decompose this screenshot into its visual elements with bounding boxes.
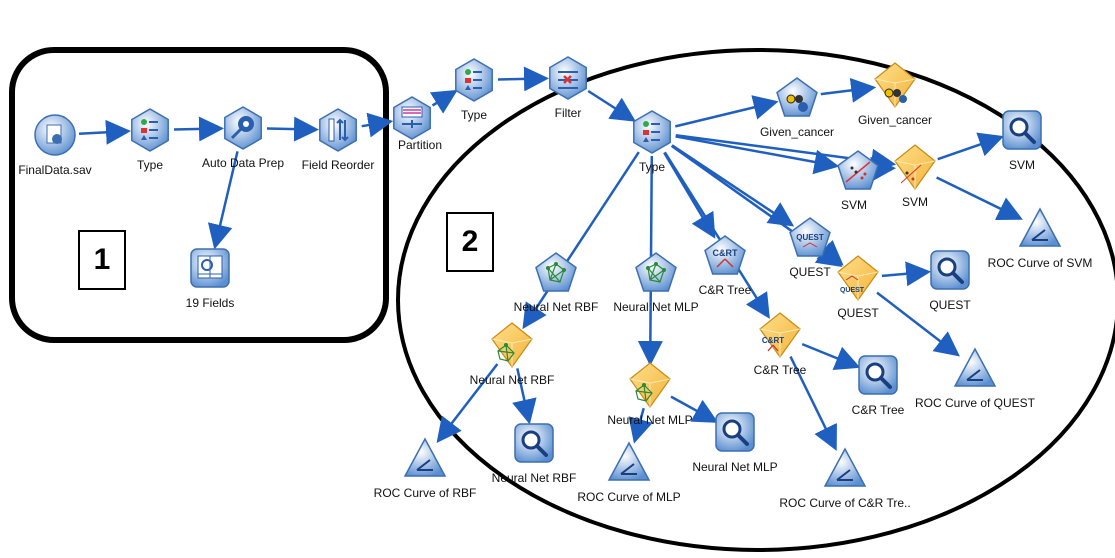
- svm-modeler-icon: [834, 146, 882, 194]
- connection-finaldata-to-type1: [78, 119, 131, 145]
- region-1-label: 1: [78, 230, 126, 290]
- neural-net-nugget-icon: [626, 361, 674, 409]
- node-label: Given_cancer: [857, 113, 933, 127]
- node-label: ROC Curve of RBF: [373, 486, 477, 500]
- roc-curve-icon: [951, 344, 999, 392]
- given-cancer-nugget-icon: [871, 61, 919, 109]
- node-label: Field Reorder: [301, 158, 375, 172]
- type-icon: [126, 106, 174, 154]
- connection-mlp_n-to-roc_mlp: [628, 407, 653, 444]
- quest-nugget-icon: QUEST: [834, 254, 882, 302]
- neural-net-nugget-icon: [488, 321, 536, 369]
- node-label: QUEST: [837, 306, 879, 320]
- partition-icon: [388, 94, 436, 142]
- svg-text:QUEST: QUEST: [796, 233, 824, 242]
- connection-fieldreorder-to-partition: [361, 112, 394, 138]
- node-label: FinalData.sav: [18, 163, 92, 177]
- auto-data-prep-icon: [219, 104, 267, 152]
- connection-svm_n-to-roc_svm: [936, 176, 1023, 220]
- connection-cr_n-to-roc_cr: [789, 356, 837, 451]
- node-label: 19 Fields: [185, 296, 235, 310]
- connection-type3-to-rbf_n: [522, 151, 640, 330]
- connection-rbf_n-to-roc_rbf: [436, 363, 499, 443]
- node-label: SVM: [840, 198, 868, 212]
- svg-text:QUEST: QUEST: [840, 287, 865, 294]
- field-reorder-icon: [314, 106, 362, 154]
- node-label: Neural Net RBF: [491, 471, 577, 485]
- analysis-icon: [854, 351, 902, 399]
- connection-givencancer_m-to-givencancer_n: [820, 77, 877, 103]
- node-label: Filter: [554, 106, 582, 120]
- connection-svm_n-to-svm_a: [937, 132, 1005, 161]
- connection-type3-to-givencancer_m: [675, 95, 779, 128]
- node-label: C&R Tree: [698, 283, 752, 297]
- node-label: ROC Curve of C&R Tre..: [779, 496, 911, 510]
- node-label: C&R Tree: [753, 363, 807, 377]
- connection-type3-to-cr_n: [663, 151, 770, 319]
- node-label: Partition: [397, 138, 443, 152]
- node-label: Neural Net RBF: [513, 300, 599, 314]
- node-label: QUEST: [929, 298, 971, 312]
- analysis-icon: [711, 408, 759, 456]
- connection-cr_n-to-cr_a: [801, 342, 861, 370]
- connection-quest_n-to-quest_a: [881, 261, 932, 287]
- region-1-frame: [9, 47, 389, 343]
- connection-type1-to-autodataprep: [173, 116, 224, 142]
- connection-autodataprep-to-fieldreorder: [266, 116, 319, 142]
- connection-partition-to-type2: [429, 89, 458, 114]
- node-label: SVM: [901, 195, 929, 209]
- given-cancer-modeler-icon: [773, 73, 821, 121]
- node-label: ROC Curve of MLP: [577, 490, 681, 504]
- node-label: Neural Net MLP: [607, 413, 693, 427]
- filter-icon: [544, 54, 592, 102]
- node-label: Auto Data Prep: [201, 156, 285, 170]
- neural-net-modeler-icon: [632, 248, 680, 296]
- node-label: Type: [460, 108, 488, 122]
- region-2-frame: [396, 48, 1115, 552]
- node-label: ROC Curve of QUEST: [914, 396, 1036, 410]
- roc-curve-icon: [605, 438, 653, 486]
- roc-curve-icon: [401, 434, 449, 482]
- node-label: ROC Curve of SVM: [987, 256, 1093, 270]
- quest-modeler-icon: QUEST: [786, 213, 834, 261]
- roc-curve-icon: [1016, 204, 1064, 252]
- analysis-icon: [998, 106, 1046, 154]
- neural-net-modeler-icon: [532, 248, 580, 296]
- analysis-icon: [926, 246, 974, 294]
- node-label: Type: [136, 158, 164, 172]
- node-label: C&R Tree: [851, 403, 905, 417]
- data-file-icon: [31, 111, 79, 159]
- node-label: Given_cancer: [759, 125, 835, 139]
- connection-type3-to-svm_m: [675, 135, 840, 175]
- table-output-icon: [186, 244, 234, 292]
- node-label: SVM: [1008, 158, 1036, 172]
- node-label: Neural Net MLP: [613, 300, 699, 314]
- analysis-icon: [510, 419, 558, 467]
- roc-curve-icon: [821, 444, 869, 492]
- type-icon: [628, 108, 676, 156]
- node-label: Neural Net MLP: [692, 460, 778, 474]
- type-icon: [450, 56, 498, 104]
- connection-autodataprep-to-fields19: [207, 151, 239, 250]
- connection-type2-to-filter: [497, 66, 549, 92]
- node-label: QUEST: [789, 265, 831, 279]
- node-label: Neural Net RBF: [469, 373, 555, 387]
- cr-tree-modeler-icon: C&RT: [701, 231, 749, 279]
- cr-tree-nugget-icon: C&RT: [756, 311, 804, 359]
- region-2-label: 2: [446, 212, 494, 272]
- svg-text:C&RT: C&RT: [762, 336, 784, 345]
- connection-rbf_n-to-rbf_a: [512, 368, 537, 425]
- svm-nugget-icon: [891, 143, 939, 191]
- connection-mlp_n-to-mlp_a: [670, 395, 719, 423]
- connection-quest_n-to-roc_quest: [876, 291, 960, 357]
- connection-filter-to-type3: [587, 89, 637, 122]
- svg-text:C&RT: C&RT: [713, 248, 738, 258]
- node-label: Type: [638, 160, 666, 174]
- connection-type3-to-quest_m: [671, 144, 795, 227]
